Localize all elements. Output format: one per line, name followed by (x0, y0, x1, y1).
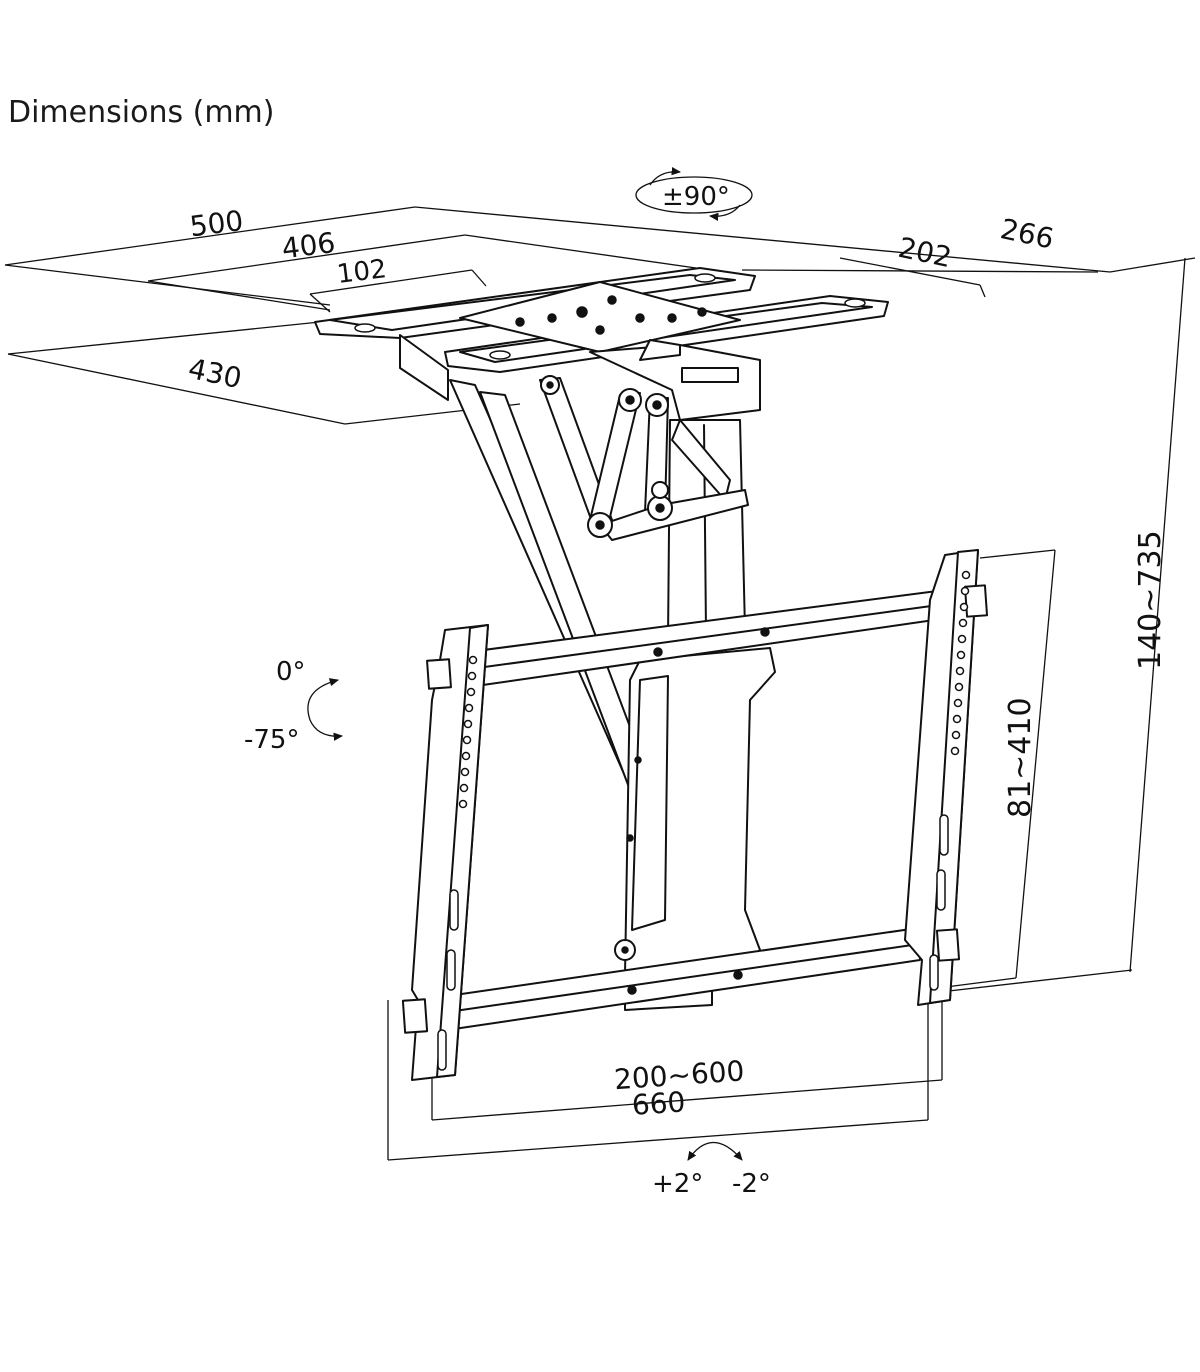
dim-140-735-label: 140~735 (1133, 530, 1168, 670)
level-minus-label: -2° (732, 1169, 771, 1199)
dim-660-label: 660 (631, 1085, 687, 1122)
dim-266-label: 266 (998, 212, 1057, 255)
level-indicator (687, 1142, 743, 1161)
swivel-indicator (635, 167, 753, 221)
ceiling-plate (314, 267, 889, 421)
tilt-top-label: 0° (276, 657, 306, 687)
dim-81-410-label: 81~410 (1003, 697, 1038, 818)
tv-bracket (401, 549, 989, 1081)
tilt-indicator (307, 678, 344, 741)
diagram-title: Dimensions (mm) (8, 95, 274, 130)
swivel-label: ±90° (662, 182, 730, 212)
dim-500-label: 500 (188, 204, 245, 243)
vesa-hole-pattern (437, 570, 971, 1071)
dim-102-label: 102 (335, 254, 388, 290)
level-plus-label: +2° (652, 1169, 703, 1199)
dimension-lines (4, 206, 1196, 1161)
dim-406-label: 406 (280, 226, 337, 265)
tilt-bottom-label: -75° (244, 725, 299, 755)
dim-202-label: 202 (895, 231, 954, 274)
dim-430-label: 430 (185, 352, 244, 395)
